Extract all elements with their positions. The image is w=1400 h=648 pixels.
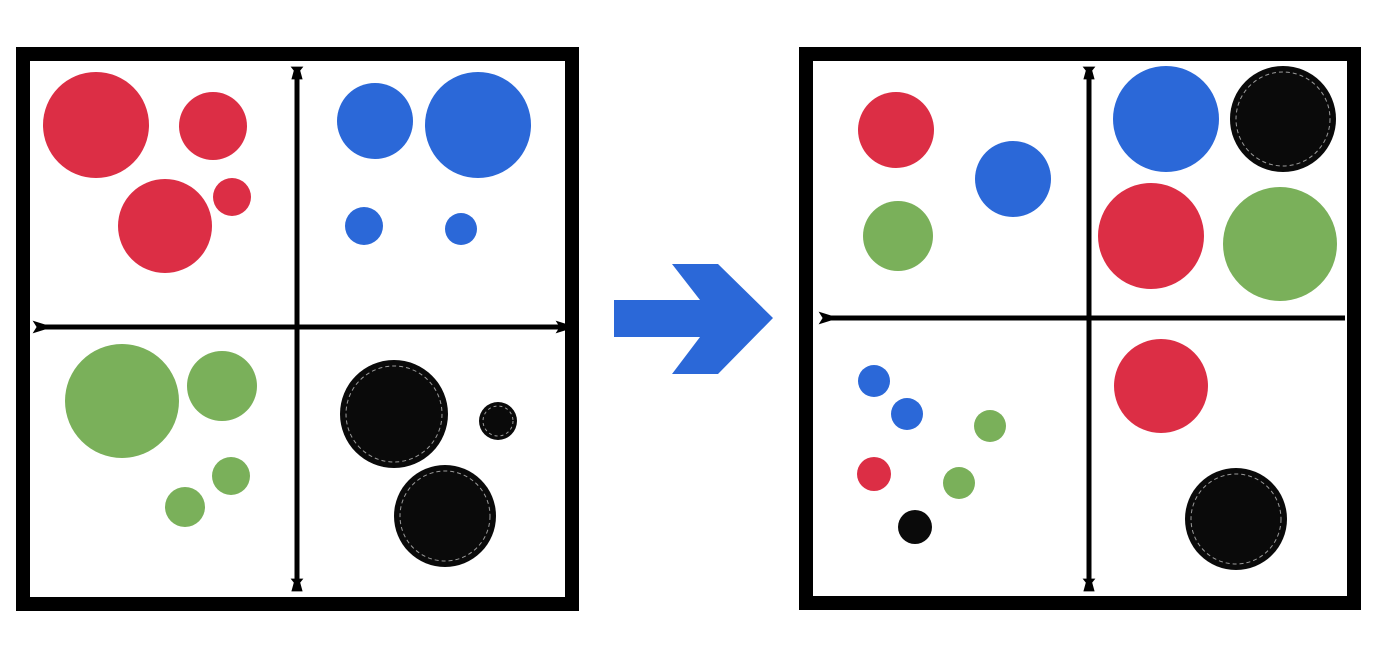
black-circle xyxy=(1230,66,1336,172)
red-circle xyxy=(857,457,891,491)
after-quadrant-top-left xyxy=(858,92,1051,271)
green-circle xyxy=(1223,187,1337,301)
before-axes xyxy=(32,66,569,592)
before-panel xyxy=(16,47,579,611)
black-circle xyxy=(340,360,448,468)
black-circle-inner-ring xyxy=(345,365,443,463)
transition-arrow-shape xyxy=(614,264,773,374)
red-circle xyxy=(213,178,251,216)
black-circle xyxy=(898,510,932,544)
black-circle-inner-ring xyxy=(399,470,491,562)
after-quadrant-top-right xyxy=(1098,66,1337,301)
blue-circle xyxy=(975,141,1051,217)
blue-circle xyxy=(425,72,531,178)
black-circle xyxy=(394,465,496,567)
blue-circle xyxy=(445,213,477,245)
green-circle xyxy=(212,457,250,495)
after-quadrant-bottom-right xyxy=(1114,339,1287,570)
red-circle xyxy=(858,92,934,168)
before-quadrant-bottom-left xyxy=(65,344,257,527)
black-circle-inner-ring xyxy=(482,405,514,437)
green-circle xyxy=(863,201,933,271)
red-circle xyxy=(1114,339,1208,433)
black-circle xyxy=(1185,468,1287,570)
black-circle xyxy=(479,402,517,440)
red-circle xyxy=(1098,183,1204,289)
green-circle xyxy=(165,487,205,527)
black-circle-inner-ring xyxy=(1190,473,1282,565)
green-circle xyxy=(943,467,975,499)
blue-circle xyxy=(858,365,890,397)
red-circle xyxy=(179,92,247,160)
before-quadrant-top-left xyxy=(43,72,251,273)
after-axes xyxy=(818,66,1345,592)
chevron-arrow-right-icon xyxy=(614,264,773,374)
red-circle xyxy=(118,179,212,273)
red-circle xyxy=(43,72,149,178)
blue-circle xyxy=(891,398,923,430)
before-quadrant-bottom-right xyxy=(340,360,517,567)
green-circle xyxy=(65,344,179,458)
after-panel xyxy=(799,47,1361,610)
before-quadrant-top-right xyxy=(337,72,531,245)
blue-circle xyxy=(1113,66,1219,172)
green-circle xyxy=(187,351,257,421)
black-circle-inner-ring xyxy=(1235,71,1331,167)
green-circle xyxy=(974,410,1006,442)
blue-circle xyxy=(337,83,413,159)
after-quadrant-bottom-left xyxy=(857,365,1006,544)
blue-circle xyxy=(345,207,383,245)
